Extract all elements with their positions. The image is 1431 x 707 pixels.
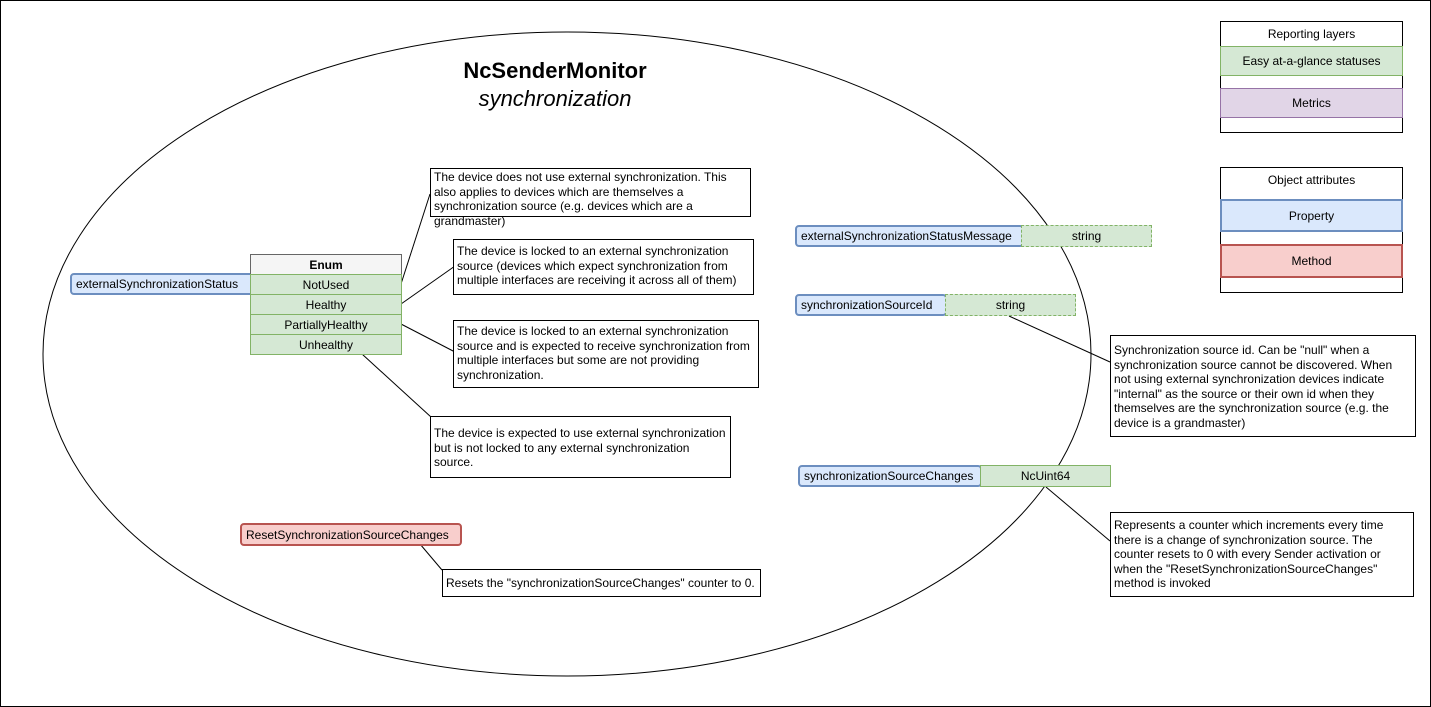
property-sync-source-id[interactable]: synchronizationSourceId (795, 294, 947, 316)
property-external-sync-status-message[interactable]: externalSynchronizationStatusMessage (795, 225, 1024, 247)
diagram-title: NcSenderMonitor (463, 58, 647, 83)
type-source-changes: NcUint64 (980, 465, 1111, 487)
note-unhealthy: The device is expected to use external s… (430, 416, 731, 478)
note-source-id: Synchronization source id. Can be "null"… (1110, 335, 1416, 437)
property-external-sync-status[interactable]: externalSynchronizationStatus (70, 273, 260, 295)
note-partiallyhealthy: The device is locked to an external sync… (453, 320, 759, 388)
legend-property: Property (1220, 199, 1403, 232)
property-sync-source-changes[interactable]: synchronizationSourceChanges (798, 465, 982, 487)
legend-method: Method (1220, 244, 1403, 278)
connector-reset (419, 543, 443, 571)
note-reset: Resets the "synchronizationSourceChanges… (442, 569, 761, 597)
note-healthy: The device is locked to an external sync… (453, 239, 754, 295)
enum-item-notused[interactable]: NotUsed (250, 274, 402, 295)
note-notused: The device does not use external synchro… (430, 168, 751, 228)
connector-sourceid (1008, 315, 1111, 363)
note-source-changes: Represents a counter which increments ev… (1110, 512, 1414, 597)
enum-item-healthy[interactable]: Healthy (250, 294, 402, 315)
diagram-subtitle: synchronization (478, 86, 632, 111)
connector-healthy (400, 265, 456, 305)
legend-attributes-title: Object attributes (1267, 173, 1356, 187)
connector-unhealthy (361, 353, 432, 418)
connector-notused (400, 193, 431, 285)
enum-header: Enum (250, 254, 402, 275)
legend-statuses: Easy at-a-glance statuses (1220, 46, 1403, 76)
connector-sourcechanges (1045, 486, 1111, 542)
type-status-message: string (1021, 225, 1152, 247)
legend-reporting-title: Reporting layers (1267, 27, 1356, 41)
type-source-id: string (945, 294, 1076, 316)
legend-metrics: Metrics (1220, 88, 1403, 118)
method-reset-sync-source-changes[interactable]: ResetSynchronizationSourceChanges (240, 523, 462, 546)
connector-partiallyhealthy (400, 323, 456, 353)
enum-item-partiallyhealthy[interactable]: PartiallyHealthy (250, 314, 402, 335)
object-boundary-ellipse (42, 31, 1092, 677)
enum-item-unhealthy[interactable]: Unhealthy (250, 334, 402, 355)
